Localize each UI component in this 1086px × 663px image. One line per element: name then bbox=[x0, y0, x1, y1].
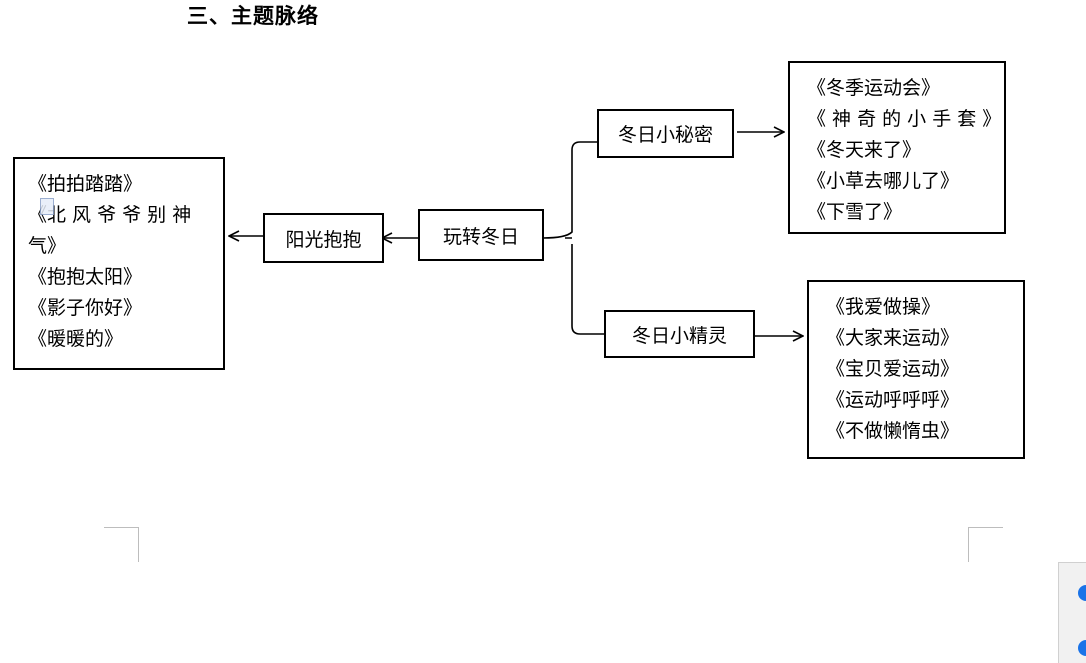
list-item: 《小草去哪儿了》 bbox=[807, 170, 960, 192]
left-branch-list: 《拍拍踏踏》 《北 风 爷 爷 别 神 气》 《抱抱太阳》 《影子你好》 《暖暖… bbox=[13, 157, 225, 370]
list-item: 《 神 奇 的 小 手 套 》 bbox=[807, 108, 1002, 130]
list-item: 《影子你好》 bbox=[28, 297, 143, 319]
center-node: 玩转冬日 bbox=[418, 209, 544, 261]
section-heading: 三、主题脉络 bbox=[187, 3, 319, 28]
upper-branch-label: 冬日小秘密 bbox=[617, 124, 713, 146]
side-panel-button-icon[interactable] bbox=[1078, 640, 1086, 656]
list-item: 《抱抱太阳》 bbox=[28, 266, 143, 288]
list-item: 《冬季运动会》 bbox=[807, 77, 941, 99]
list-item: 《大家来运动》 bbox=[826, 327, 960, 349]
list-item: 《运动呼呼呼》 bbox=[826, 389, 960, 411]
lower-branch-node: 冬日小精灵 bbox=[604, 310, 755, 358]
list-item: 《下雪了》 bbox=[807, 201, 903, 223]
left-branch-node: 阳光抱抱 bbox=[263, 213, 384, 263]
margin-corner-left bbox=[104, 527, 139, 562]
upper-branch-node: 冬日小秘密 bbox=[597, 109, 734, 158]
list-item: 《我爱做操》 bbox=[826, 296, 941, 318]
side-panel-button-icon[interactable] bbox=[1078, 585, 1086, 601]
brace-connector bbox=[542, 141, 604, 335]
list-item: 《拍拍踏踏》 bbox=[28, 173, 143, 195]
list-item: 《宝贝爱运动》 bbox=[826, 358, 960, 380]
lower-branch-label: 冬日小精灵 bbox=[631, 324, 727, 347]
list-item: 《不做懒惰虫》 bbox=[826, 420, 960, 442]
lower-branch-list: 《我爱做操》 《大家来运动》 《宝贝爱运动》 《运动呼呼呼》 《不做懒惰虫》 bbox=[807, 280, 1025, 459]
list-item: 《冬天来了》 bbox=[807, 139, 922, 161]
list-item: 《北 风 爷 爷 别 神 bbox=[28, 204, 192, 226]
center-node-label: 玩转冬日 bbox=[442, 225, 519, 248]
upper-branch-list: 《冬季运动会》 《 神 奇 的 小 手 套 》 《冬天来了》 《小草去哪儿了》 … bbox=[788, 61, 1006, 234]
margin-corner-right bbox=[968, 527, 1003, 562]
left-branch-label: 阳光抱抱 bbox=[285, 228, 362, 251]
list-item: 气》 bbox=[28, 235, 67, 257]
list-item: 《暖暖的》 bbox=[28, 328, 124, 350]
embedded-object-icon bbox=[40, 198, 54, 215]
